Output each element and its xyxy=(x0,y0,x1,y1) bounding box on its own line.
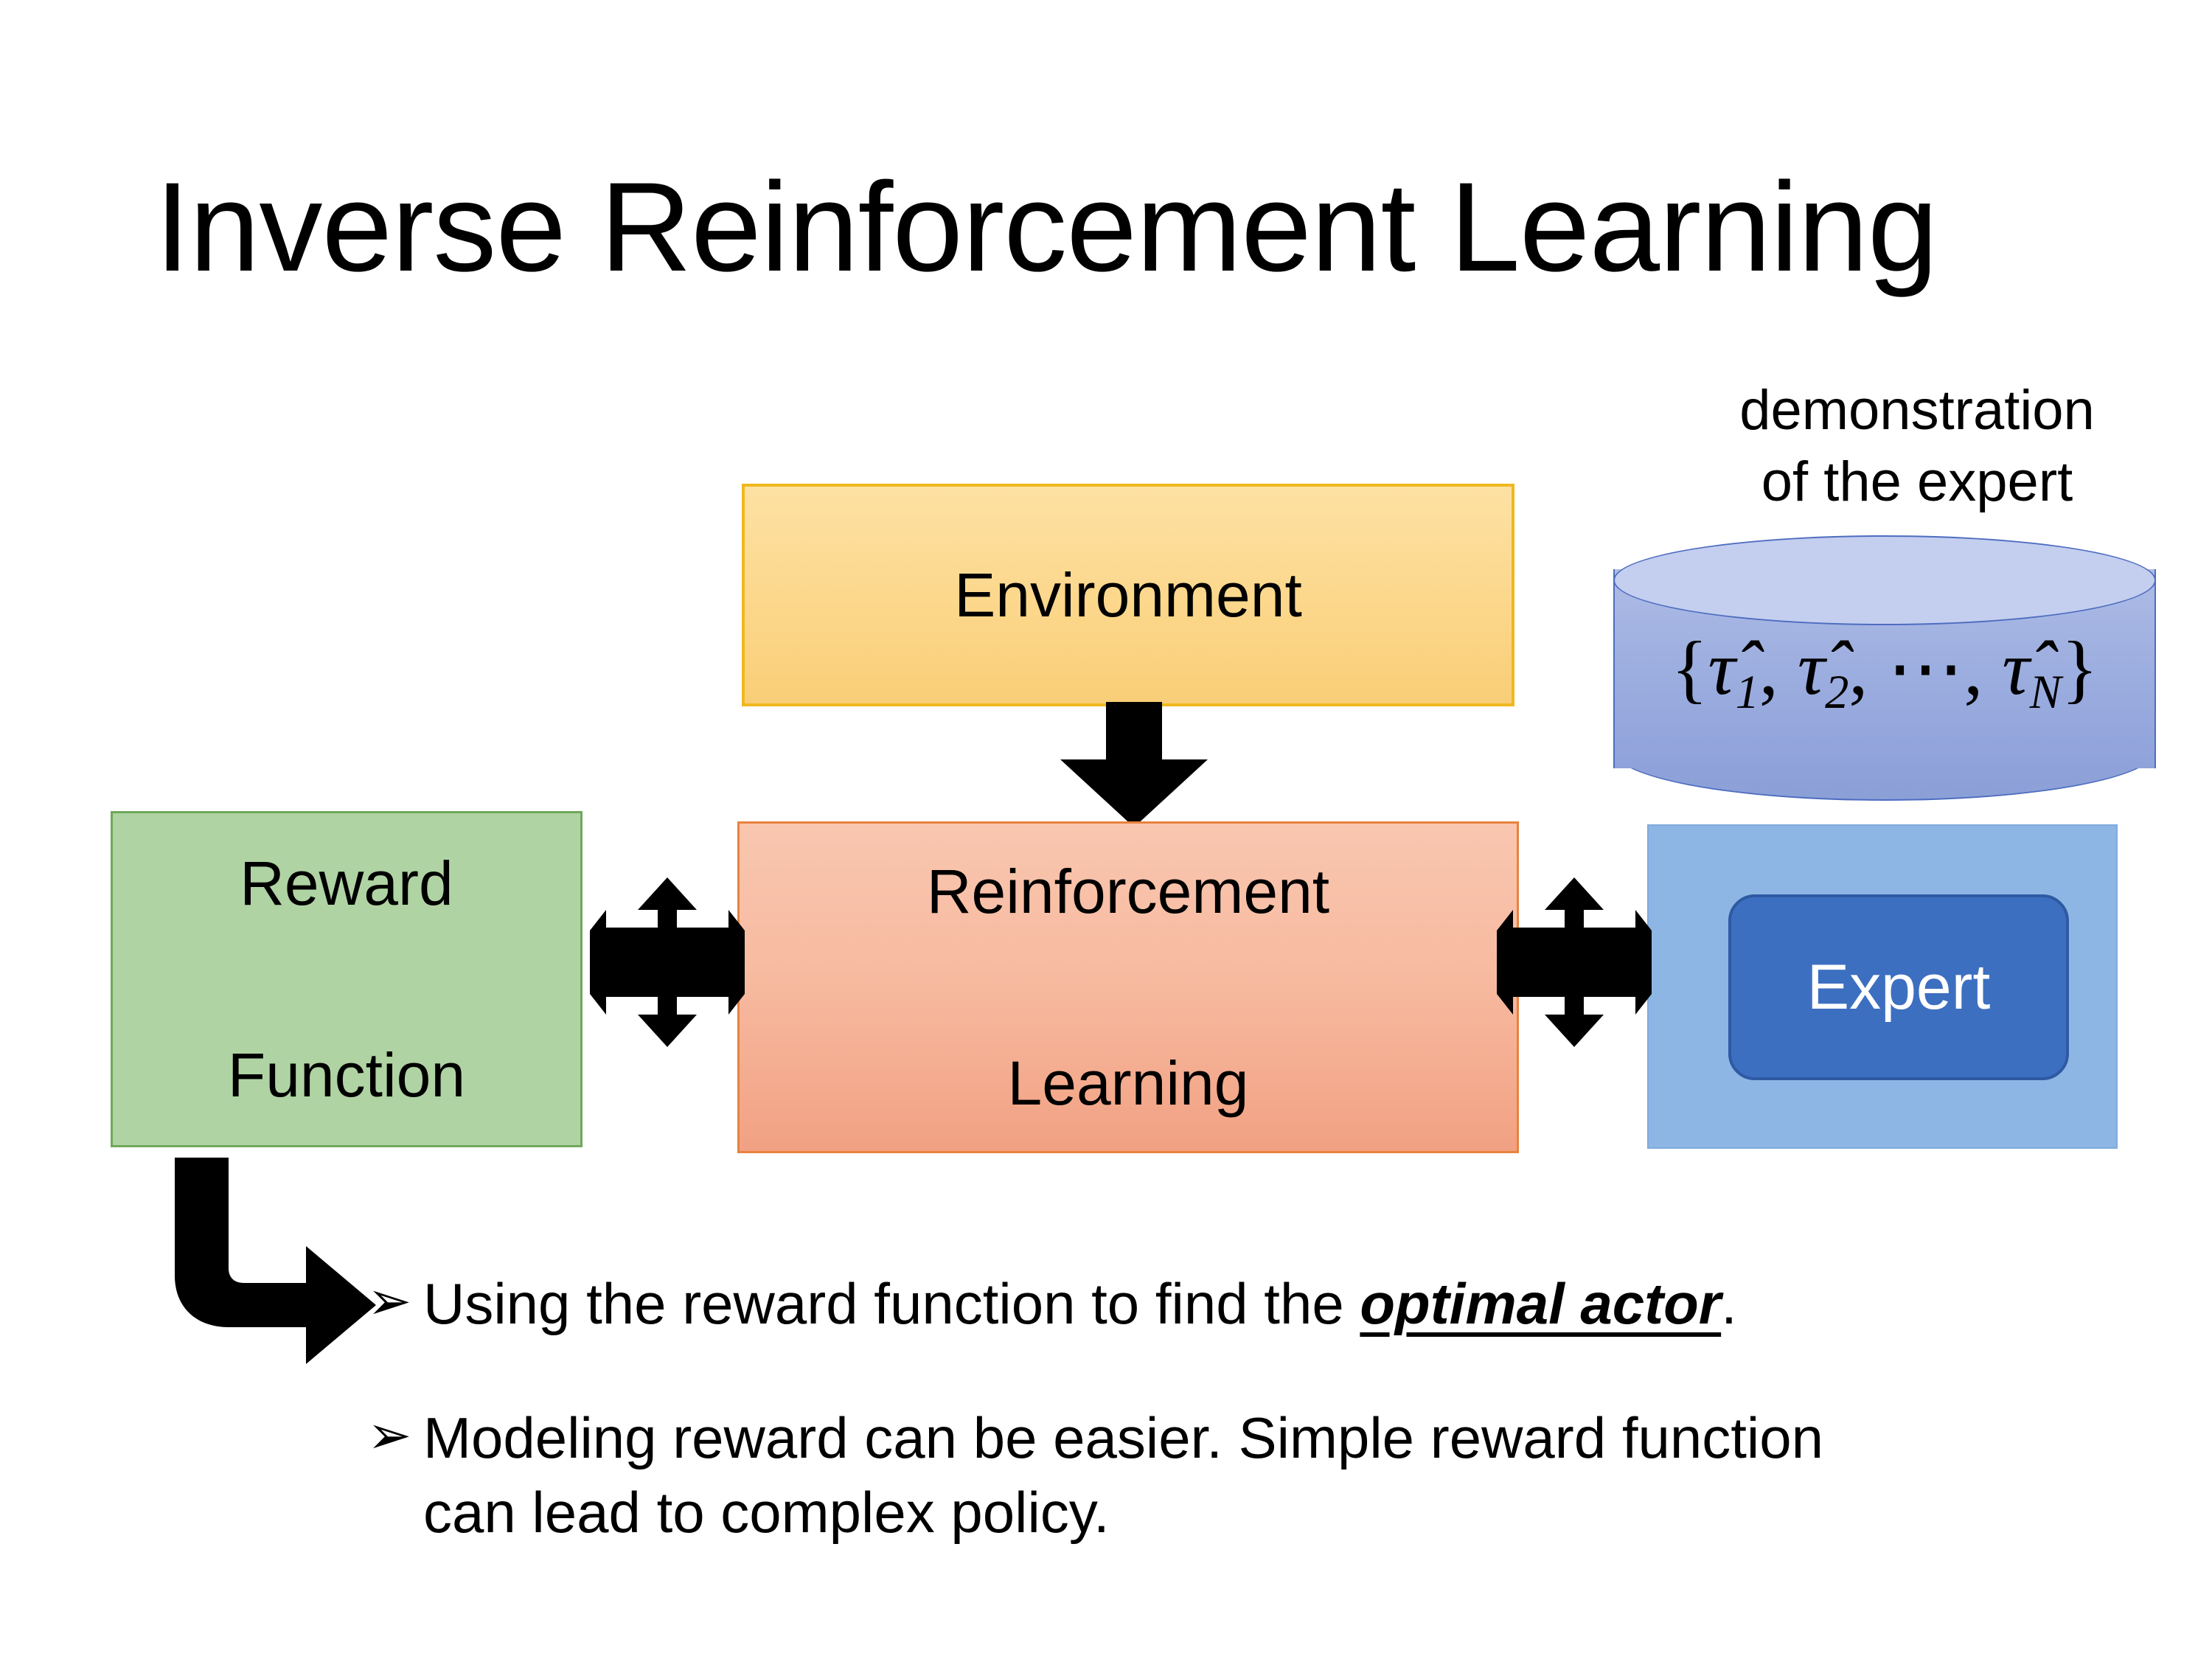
bullet-1-text-after: . xyxy=(1721,1271,1737,1336)
formula-tau-1: τ̂ xyxy=(1708,626,1736,711)
bullet-1-emphasis: optimal actor xyxy=(1360,1271,1722,1336)
formula-tau-n: τ̂ xyxy=(2002,626,2030,711)
formula-close-brace: } xyxy=(2061,626,2098,711)
demonstration-caption-line2: of the expert xyxy=(1761,451,2073,514)
reward-label-line2: Function xyxy=(227,1040,466,1110)
bullet-text-1: Using the reward function to find the op… xyxy=(423,1267,2100,1341)
quad-arrow-icon-right xyxy=(1497,877,1652,1047)
bullet-arrow-icon-2: ➢ xyxy=(367,1406,412,1465)
demonstration-caption-line1: demonstration xyxy=(1739,379,2095,442)
rl-label-line2: Learning xyxy=(1007,1048,1249,1119)
environment-box-label: Environment xyxy=(954,560,1302,630)
demonstration-cylinder: {τ̂1, τ̂2, ⋯, τ̂N} xyxy=(1613,535,2156,802)
bullet-item-1: ➢ Using the reward function to find the … xyxy=(367,1267,2100,1341)
bullet-1-text-before: Using the reward function to find the xyxy=(423,1271,1360,1336)
bullet-arrow-icon-1: ➢ xyxy=(367,1272,412,1331)
formula-tau-2: τ̂ xyxy=(1797,626,1826,711)
down-arrow-icon xyxy=(1060,702,1208,827)
bullet-text-2: Modeling reward can be easier. Simple re… xyxy=(423,1405,1824,1545)
formula-open-brace: { xyxy=(1671,626,1708,711)
expert-box[interactable]: Expert xyxy=(1728,894,2069,1080)
environment-box[interactable]: Environment xyxy=(742,484,1514,706)
bullet-item-2: ➢ Modeling reward can be easier. Simple … xyxy=(367,1401,1879,1551)
quad-arrow-icon-left xyxy=(590,877,745,1047)
bent-arrow-icon xyxy=(175,1158,376,1364)
cylinder-top-ellipse xyxy=(1613,535,2156,625)
demonstration-caption: demonstration of the expert xyxy=(1659,375,2175,518)
formula-ellipsis: ⋯ xyxy=(1887,626,1964,711)
formula-sub-2: 2 xyxy=(1825,666,1849,719)
trajectory-set-formula: {τ̂1, τ̂2, ⋯, τ̂N} xyxy=(1671,626,2098,719)
formula-sub-1: 1 xyxy=(1735,666,1759,719)
page-title: Inverse Reinforcement Learning xyxy=(155,156,1938,298)
rl-label-line1: Reinforcement xyxy=(926,856,1330,926)
expert-box-label: Expert xyxy=(1806,952,1991,1023)
reward-label-line1: Reward xyxy=(240,848,453,918)
formula-sub-n: N xyxy=(2029,666,2062,719)
